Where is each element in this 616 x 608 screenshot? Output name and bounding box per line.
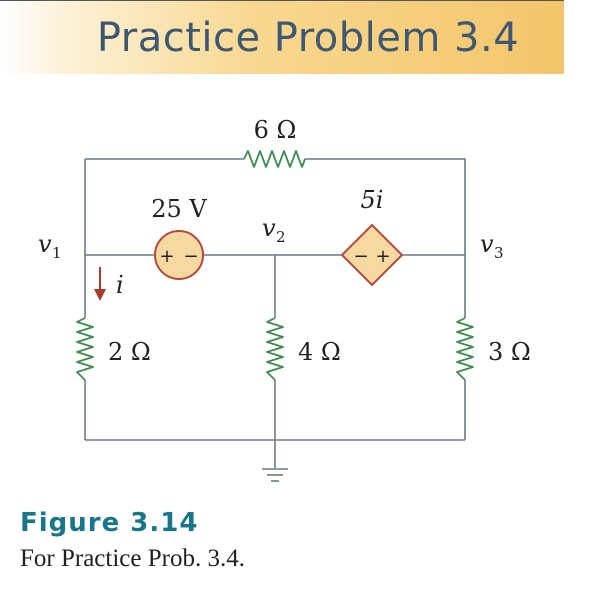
top-wire-left (84, 158, 244, 255)
dependent-source-5i (340, 223, 404, 287)
dependent-source-minus: − (353, 246, 368, 267)
top-wire-right (305, 158, 466, 255)
current-arrow-icon (94, 267, 106, 301)
resistor-2-ohm (76, 317, 94, 381)
voltage-source-minus: − (183, 246, 198, 267)
resistor-3-ohm-label: 3 Ω (488, 338, 531, 366)
voltage-source-plus: + (159, 246, 174, 267)
ground-symbol (262, 468, 288, 482)
resistor-6-ohm (243, 150, 306, 168)
figure-caption: For Practice Prob. 3.4. (20, 545, 245, 572)
node-v3-label: v (480, 230, 494, 258)
voltage-source-25v (154, 230, 204, 280)
current-label: i (116, 271, 124, 299)
title-banner (0, 0, 564, 74)
dependent-source-plus: + (375, 246, 390, 267)
node-v1-subscript: 1 (52, 244, 62, 262)
node-v1-label: v (38, 230, 52, 258)
node-v3-subscript: 3 (494, 244, 504, 262)
resistor-4-ohm-label: 4 Ω (298, 338, 341, 366)
node-v2-subscript: 2 (276, 228, 286, 246)
resistor-3-ohm (456, 317, 474, 381)
resistor-4-ohm (266, 317, 284, 381)
resistor-2-ohm-label: 2 Ω (108, 338, 151, 366)
voltage-source-label: 25 V (151, 195, 207, 223)
figure-title: Figure 3.14 (20, 508, 199, 538)
page-title: Practice Problem 3.4 (96, 15, 520, 61)
dependent-source-label: 5i (361, 186, 384, 214)
node-v2-label: v (262, 214, 276, 242)
resistor-6-ohm-label: 6 Ω (254, 116, 297, 144)
